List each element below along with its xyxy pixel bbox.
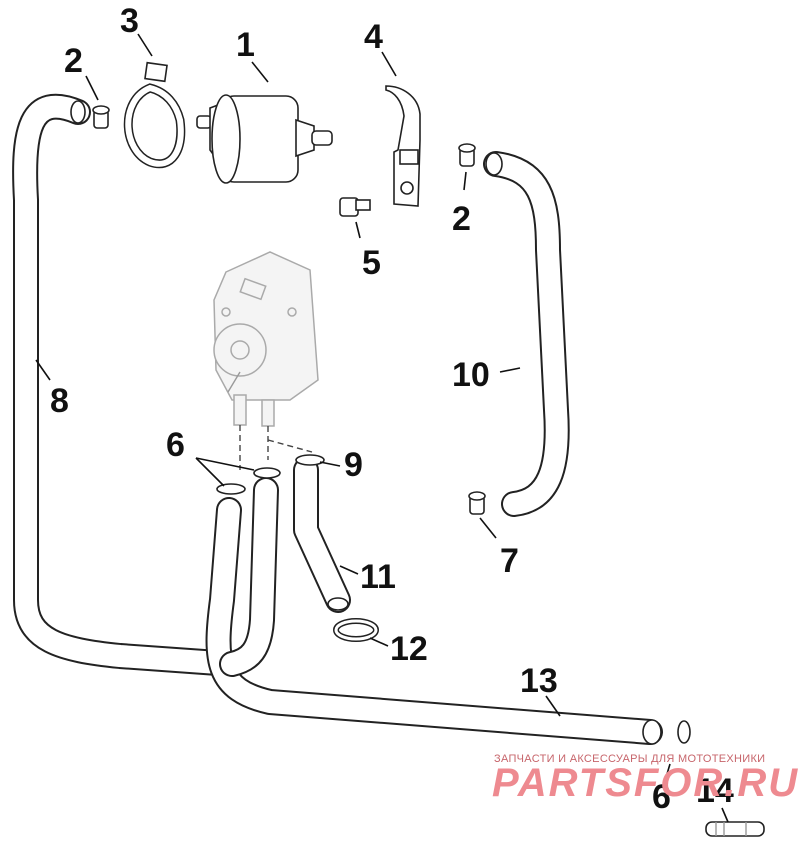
callout-9: 9 bbox=[344, 446, 363, 484]
callout-6-upper: 6 bbox=[166, 426, 185, 464]
hose-connector-middle bbox=[219, 477, 279, 677]
callout-8: 8 bbox=[50, 382, 69, 420]
callout-11: 11 bbox=[360, 558, 396, 596]
clamp-7 bbox=[468, 491, 486, 515]
clamp-9 bbox=[295, 454, 325, 466]
callout-4: 4 bbox=[364, 18, 383, 56]
watermark-tagline: ЗАПЧАСТИ И АКСЕССУАРЫ ДЛЯ МОТОТЕХНИКИ bbox=[494, 753, 765, 765]
watermark-brand: PARTSFOR.RU bbox=[492, 761, 799, 805]
callout-5: 5 bbox=[362, 244, 381, 282]
bracket-4 bbox=[385, 85, 421, 207]
hose-10 bbox=[483, 151, 570, 517]
clamps-6 bbox=[216, 467, 691, 744]
clamp-2-left bbox=[92, 105, 110, 129]
callout-13: 13 bbox=[520, 662, 558, 700]
hose-11 bbox=[293, 457, 351, 613]
hose-8 bbox=[12, 93, 245, 677]
dashed-connections bbox=[239, 425, 313, 470]
fuel-pump bbox=[213, 251, 319, 427]
clamp-2-right bbox=[458, 143, 476, 167]
callout-1: 1 bbox=[236, 26, 255, 64]
callout-2-right: 2 bbox=[452, 200, 471, 238]
bolt-5 bbox=[339, 197, 371, 217]
hose-13 bbox=[205, 497, 663, 745]
callout-7: 7 bbox=[500, 542, 519, 580]
callout-14: 14 bbox=[696, 772, 734, 810]
fitting-14 bbox=[705, 821, 765, 837]
callout-2-left: 2 bbox=[64, 42, 83, 80]
callout-10: 10 bbox=[452, 356, 490, 394]
callout-12: 12 bbox=[390, 630, 428, 668]
clamp-12 bbox=[333, 618, 379, 642]
fuel-filter bbox=[196, 94, 333, 184]
callout-6-lower: 6 bbox=[652, 778, 671, 816]
leader-lines bbox=[35, 33, 729, 823]
callout-3: 3 bbox=[120, 2, 139, 40]
strap-clamp-3 bbox=[123, 61, 186, 169]
